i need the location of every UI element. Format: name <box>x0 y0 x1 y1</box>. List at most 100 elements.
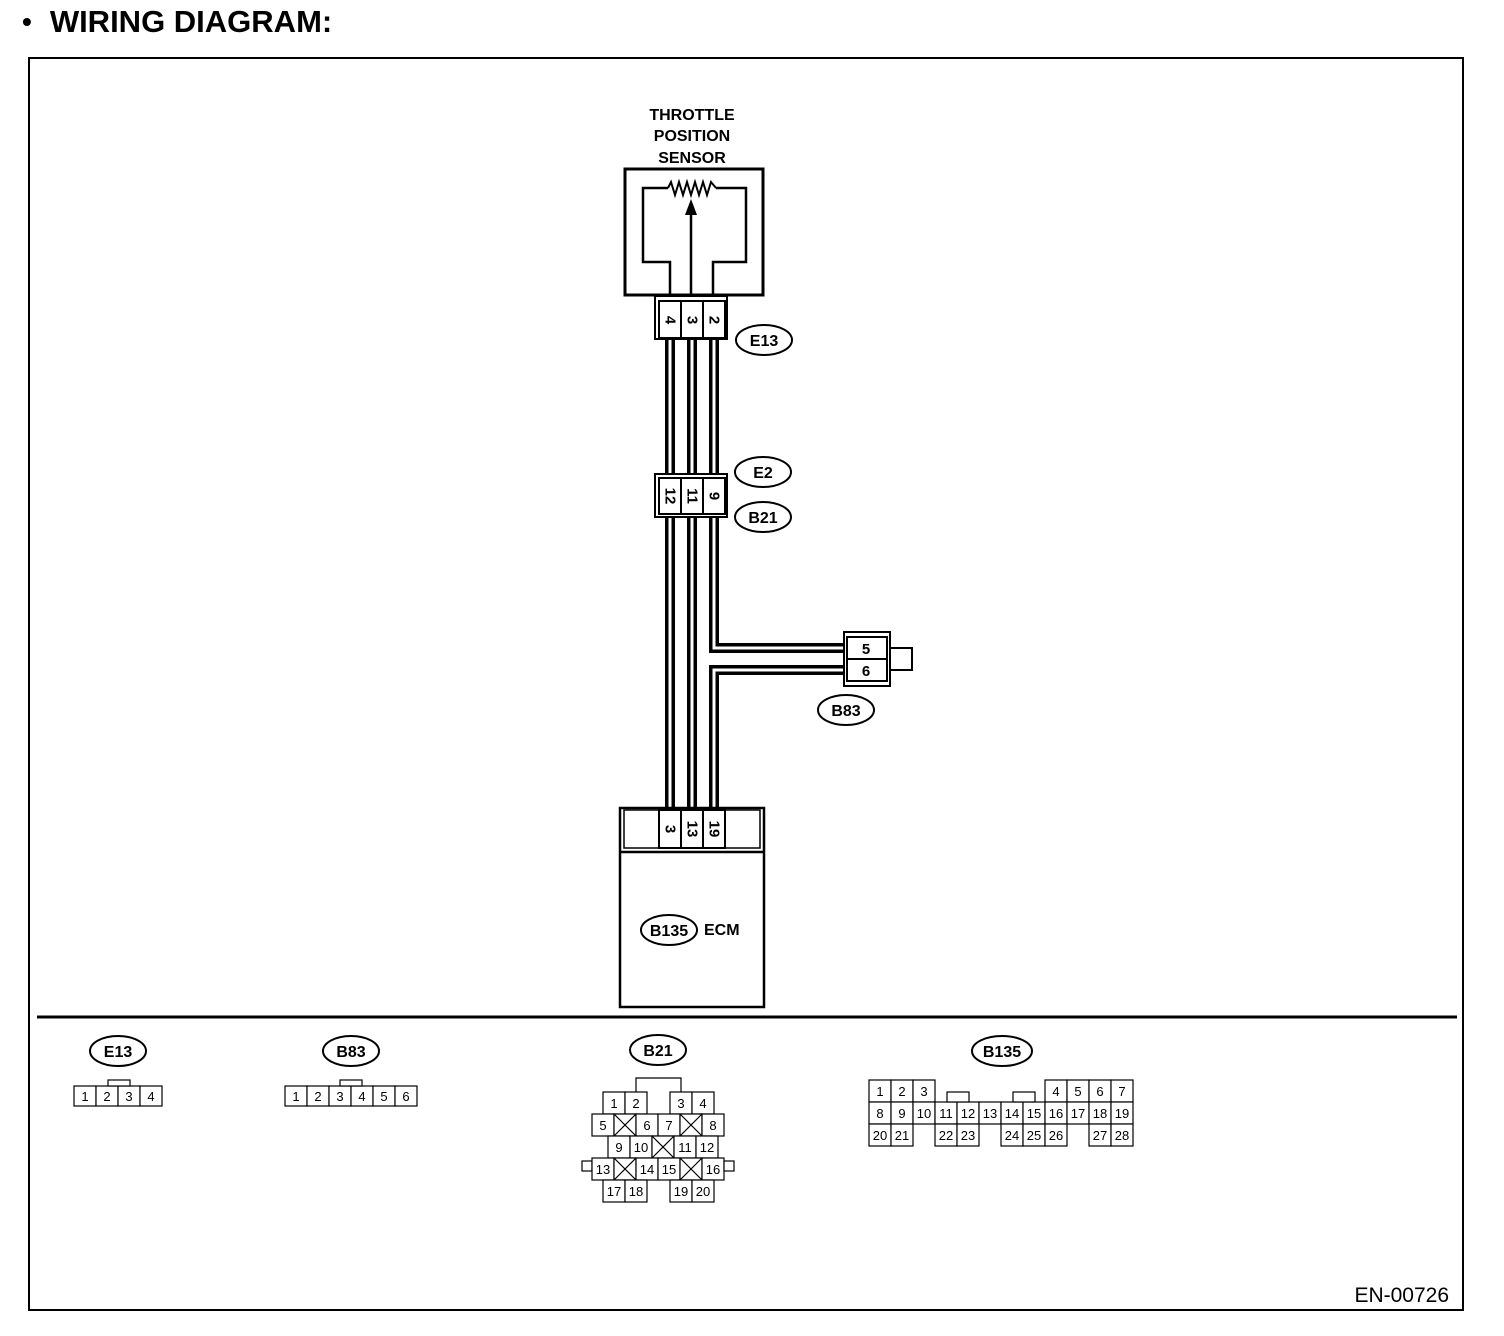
e13-pin-label: 2 <box>706 316 723 324</box>
b21-face-pin: 9 <box>607 1135 631 1159</box>
b83-face-pin: 2 <box>306 1085 330 1107</box>
b135-face-pin: 27 <box>1088 1123 1112 1147</box>
b21-face-pin: 4 <box>691 1091 715 1115</box>
b135-face-pin: 25 <box>1022 1123 1046 1147</box>
b21-face-blank <box>679 1157 703 1181</box>
e13-face-pin: 1 <box>73 1085 97 1107</box>
b21-face-pin-label: 16 <box>706 1162 720 1177</box>
sensor-title-line-1: THROTTLE <box>649 107 735 124</box>
b135-face-pin: 21 <box>890 1123 914 1147</box>
b83-face-latch <box>339 1079 363 1087</box>
b135-face-pin: 8 <box>868 1101 892 1125</box>
b21-face-pin: 14 <box>635 1157 659 1181</box>
b83-face-pin-label: 3 <box>336 1089 343 1104</box>
b135-face-pin: 19 <box>1110 1101 1134 1125</box>
face-tag-b135: B135 <box>983 1044 1021 1061</box>
ecm-unit: 3 13 19 B135 ECM <box>618 806 766 1009</box>
b135-face-pin-label: 19 <box>1115 1106 1129 1121</box>
connector-tag-b21: B21 <box>748 510 777 527</box>
e13-face-pin-label: 3 <box>125 1089 132 1104</box>
b135-face-pin: 10 <box>912 1101 936 1125</box>
b135-face-pin-label: 14 <box>1005 1106 1019 1121</box>
b21-face-pin-label: 18 <box>629 1184 643 1199</box>
b135-face-pin-label: 6 <box>1096 1084 1103 1099</box>
face-tag-e13: E13 <box>104 1044 133 1061</box>
heading-title: WIRING DIAGRAM: <box>49 4 333 39</box>
b135-face-pin: 13 <box>978 1101 1002 1125</box>
b83-face-pin-label: 1 <box>292 1089 299 1104</box>
e13-face-pin: 3 <box>117 1085 141 1107</box>
b83-face-pin: 3 <box>328 1085 352 1107</box>
b135-face-pin: 14 <box>1000 1101 1024 1125</box>
sensor-body <box>623 167 765 297</box>
b135-face-pin-label: 7 <box>1118 1084 1125 1099</box>
b135-face-pin: 28 <box>1110 1123 1134 1147</box>
b21-face-pin-label: 13 <box>596 1162 610 1177</box>
sensor-title-line-3: SENSOR <box>658 150 726 167</box>
connector-e13: 4 3 2 E13 <box>654 295 793 356</box>
b135-face-pin-label: 23 <box>961 1128 975 1143</box>
b135-face-pin-label: 17 <box>1071 1106 1085 1121</box>
b21-face-pin: 15 <box>657 1157 681 1181</box>
b21-face-latch <box>635 1077 682 1092</box>
b21-face-pin-label: 17 <box>607 1184 621 1199</box>
b135-face-pin-label: 8 <box>876 1106 883 1121</box>
b83-pin-label: 5 <box>862 641 870 658</box>
b21-face-pin: 1 <box>602 1091 626 1115</box>
b135-face-pin-label: 11 <box>939 1106 953 1121</box>
b135-face-pin-label: 12 <box>961 1106 975 1121</box>
b21-face-pin: 17 <box>602 1179 626 1203</box>
b135-face-pin: 17 <box>1066 1101 1090 1125</box>
b83-face-pin: 6 <box>394 1085 418 1107</box>
b21-face-blank <box>679 1113 703 1137</box>
b135-face-latch <box>1012 1091 1036 1103</box>
figure-id: EN-00726 <box>1354 1284 1449 1307</box>
b135-face-pin: 15 <box>1022 1101 1046 1125</box>
b135-face-pin-label: 22 <box>939 1128 953 1143</box>
e13-face-pin: 2 <box>95 1085 119 1107</box>
b135-face-pin: 3 <box>912 1079 936 1103</box>
b21-face-pin-label: 12 <box>700 1140 714 1155</box>
b83-face-pin-label: 2 <box>314 1089 321 1104</box>
face-tag-b21: B21 <box>643 1043 672 1060</box>
b135-face-pin-label: 16 <box>1049 1106 1063 1121</box>
ecm-pin-label: 13 <box>684 821 701 838</box>
b83-face-pin-label: 5 <box>380 1089 387 1104</box>
connector-tag-e13: E13 <box>750 333 779 350</box>
b21-face-pin-label: 14 <box>640 1162 654 1177</box>
b21-face-pin: 6 <box>635 1113 659 1137</box>
e13-face-pin-label: 4 <box>147 1089 154 1104</box>
sensor-right-lead <box>711 186 748 296</box>
b135-face-pin: 5 <box>1066 1079 1090 1103</box>
heading-bullet: • <box>22 6 32 37</box>
e13-face-latch <box>107 1079 131 1087</box>
b21-face-pin-label: 8 <box>709 1118 716 1133</box>
b135-face-pin-label: 21 <box>895 1128 909 1143</box>
wire-pin2-to-b83-5 <box>709 339 847 653</box>
b21-face-pin-label: 15 <box>662 1162 676 1177</box>
b21-face-pin-label: 11 <box>678 1140 692 1155</box>
b135-face-pin: 1 <box>868 1079 892 1103</box>
b135-face-pin-label: 5 <box>1074 1084 1081 1099</box>
b135-face-pin-label: 24 <box>1005 1128 1019 1143</box>
b83-face-pin: 5 <box>372 1085 396 1107</box>
b21-face-pin: 12 <box>695 1135 719 1159</box>
e13-face-pin: 4 <box>139 1085 163 1107</box>
e13-pin-label: 4 <box>662 316 679 325</box>
connector-tag-b135: B135 <box>650 923 688 940</box>
ecm-pin-label: 19 <box>706 821 723 838</box>
b135-face-pin: 24 <box>1000 1123 1024 1147</box>
b21-face-blank <box>651 1135 675 1159</box>
b135-face-pin-label: 10 <box>917 1106 931 1121</box>
b135-face-pin-label: 2 <box>898 1084 905 1099</box>
b21-face-pin-label: 10 <box>634 1140 648 1155</box>
b21-face-pin: 2 <box>624 1091 648 1115</box>
b21-face-pin: 20 <box>691 1179 715 1203</box>
b21-face-key <box>581 1160 593 1172</box>
b21-face-pin-label: 9 <box>615 1140 622 1155</box>
b135-face-pin-label: 15 <box>1027 1106 1041 1121</box>
connector-tag-b83: B83 <box>831 703 860 720</box>
wire-ecm19-to-b83-6 <box>709 665 847 810</box>
